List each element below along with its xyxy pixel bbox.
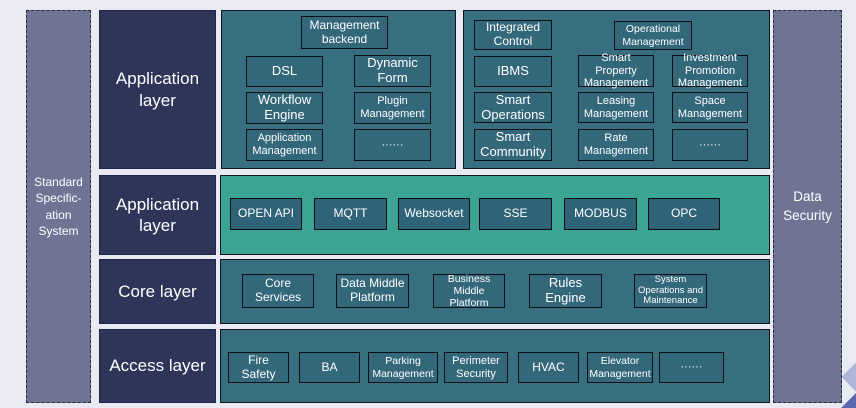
box-ellipsis-backend: ······ <box>354 129 431 161</box>
pillar-standard-label: Standard Specific- ation System <box>34 175 83 238</box>
box-ibms: IBMS <box>474 56 552 87</box>
box-management-backend: Management backend <box>301 16 388 49</box>
box-application-management: Application Management <box>246 129 323 161</box>
panel-api: OPEN API MQTT Websocket SSE MODBUS OPC <box>220 175 770 255</box>
box-smart-community: Smart Community <box>474 129 552 161</box>
box-parking-management: Parking Management <box>368 352 438 383</box>
box-ba: BA <box>299 352 360 383</box>
box-leasing-management: Leasing Management <box>578 92 654 123</box>
pillar-data-security: Data Security <box>773 10 842 403</box>
box-modbus: MODBUS <box>564 198 637 230</box>
box-business-middle-platform: Business Middle Platform <box>433 273 505 309</box>
box-smart-property-management: Smart Property Management <box>578 52 654 89</box>
box-hvac: HVAC <box>518 352 579 383</box>
box-open-api: OPEN API <box>230 198 302 230</box>
box-workflow-engine: Workflow Engine <box>246 92 323 124</box>
layer-label-access: Access layer <box>99 329 216 403</box>
panel-business-applications: Integrated Control IBMS Smart Operations… <box>463 10 770 169</box>
pillar-standard-specification-system: Standard Specific- ation System <box>26 10 91 403</box>
box-integrated-control: Integrated Control <box>474 20 552 50</box>
box-dsl: DSL <box>246 56 323 87</box>
box-rules-engine: Rules Engine <box>529 274 602 308</box>
box-rate-management: Rate Management <box>578 129 654 161</box>
box-fire-safety: Fire Safety <box>228 352 289 383</box>
box-data-middle-platform: Data Middle Platform <box>336 274 409 308</box>
layer-label-application-2: Application layer <box>99 175 216 255</box>
box-ellipsis-business: ······ <box>672 129 748 161</box>
box-operational-management: Operational Management <box>614 21 692 50</box>
layer-label-core: Core layer <box>99 259 216 324</box>
box-plugin-management: Plugin Management <box>354 92 431 124</box>
box-websocket: Websocket <box>398 198 470 230</box>
box-space-management: Space Management <box>672 92 748 123</box>
box-sse: SSE <box>479 198 552 230</box>
box-perimeter-security: Perimeter Security <box>444 352 508 383</box>
panel-management-backend: Management backend DSL Dynamic Form Work… <box>221 10 456 169</box>
box-system-operations-maintenance: System Operations and Maintenance <box>634 274 707 308</box>
box-investment-promotion-management: Investment Promotion Management <box>672 52 748 89</box>
box-smart-operations: Smart Operations <box>474 92 552 123</box>
box-dynamic-form: Dynamic Form <box>354 55 431 87</box>
box-core-services: Core Services <box>242 274 314 308</box>
panel-core: Core Services Data Middle Platform Busin… <box>220 259 770 324</box>
box-mqtt: MQTT <box>314 198 387 230</box>
box-elevator-management: Elevator Management <box>587 352 653 383</box>
box-ellipsis-access: ······ <box>659 352 724 383</box>
pillar-data-security-label: Data Security <box>783 189 832 223</box>
box-opc: OPC <box>648 198 720 230</box>
layer-label-application-1: Application layer <box>99 10 216 169</box>
panel-access: Fire Safety BA Parking Management Perime… <box>220 329 770 403</box>
